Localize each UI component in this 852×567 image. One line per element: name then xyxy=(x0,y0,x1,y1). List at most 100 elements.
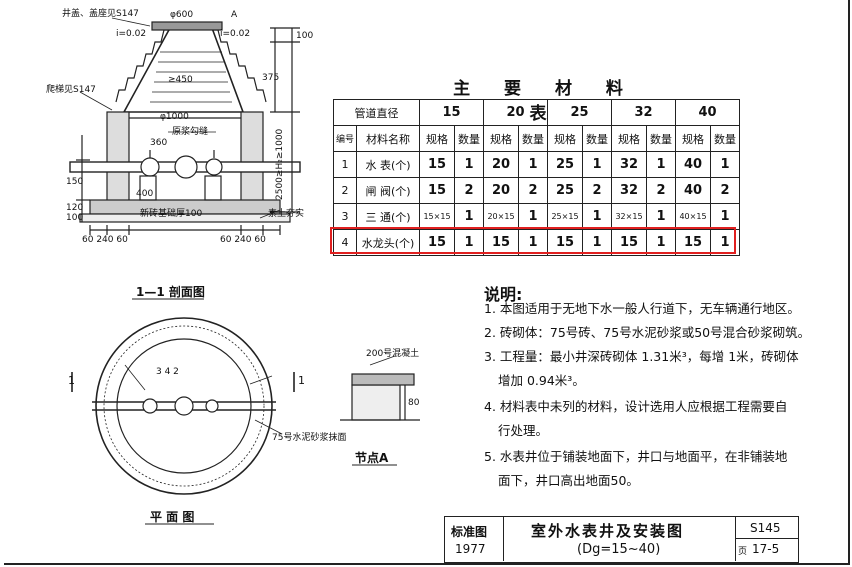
cell: 20 xyxy=(483,151,519,178)
cement-note-label: 75号水泥砂浆抹面 xyxy=(272,431,346,443)
cell: 20 xyxy=(483,177,519,204)
cell: 25 xyxy=(547,151,583,178)
dia-25: 25 xyxy=(547,99,612,126)
sub-qty: 数量 xyxy=(710,125,740,152)
std-label: 标准图 xyxy=(451,525,488,539)
cell: 2 xyxy=(454,177,484,204)
cell: 32 xyxy=(611,177,647,204)
cell: 1 xyxy=(518,203,548,230)
std-year: 1977 xyxy=(455,542,486,556)
plan-outer-circle xyxy=(95,317,273,495)
cell: 1 xyxy=(454,151,484,178)
cell: 15 xyxy=(419,229,455,256)
dia1000-label: φ1000 xyxy=(160,112,189,122)
soil-note-label: 素土夯实 xyxy=(268,207,304,219)
cell: 40 xyxy=(675,177,711,204)
sub-qty: 数量 xyxy=(454,125,484,152)
drawing-code: S145 xyxy=(750,521,781,535)
row-no: 3 xyxy=(333,203,357,230)
cell: 15×15 xyxy=(419,203,455,230)
section-mark-left: 1 xyxy=(68,374,75,387)
dims-bottom-right: 60 240 60 xyxy=(220,235,266,245)
d100-label: 100 xyxy=(296,31,313,41)
cell: 25×15 xyxy=(547,203,583,230)
cell: 15 xyxy=(419,151,455,178)
section-mark-right: 1 xyxy=(298,374,305,387)
dia-20: 20 xyxy=(483,99,548,126)
d375-label: 375 xyxy=(262,73,279,83)
tb-code-cell: S145 页 17-5 xyxy=(735,517,798,561)
d2500-label: 2500≥H₂≥1000 xyxy=(275,128,285,200)
well-cone xyxy=(122,27,245,113)
cell: 1 xyxy=(454,203,484,230)
plan-title: 平 面 图 xyxy=(150,510,194,524)
node-a-title: 节点A xyxy=(355,450,389,465)
node-cover-label: 200号混凝土 xyxy=(366,347,419,359)
plaster-label: 原浆勾缝 xyxy=(172,125,208,137)
cell: 32 xyxy=(611,151,647,178)
drawing-frame xyxy=(4,0,850,565)
dia-32: 32 xyxy=(611,99,676,126)
slope-right-label: i=0.02 xyxy=(220,29,250,39)
cell: 2 xyxy=(646,177,676,204)
row-name: 水龙头(个) xyxy=(356,229,420,256)
cell: 1 xyxy=(518,229,548,256)
d400-label: 400 xyxy=(136,189,153,199)
d360-label: 360 xyxy=(150,138,167,148)
slope-left-label: i=0.02 xyxy=(116,29,146,39)
page-number: 17-5 xyxy=(752,542,780,556)
note-5-cont: 面下，井口高出地面50。 xyxy=(498,473,639,488)
tb-std-cell: 标准图 1977 xyxy=(445,517,504,561)
section-title: 1—1 剖面图 xyxy=(136,284,205,299)
notes-title: 说明: xyxy=(484,285,523,304)
sub-spec: 规格 xyxy=(547,125,583,152)
note-2: 2. 砖砌体：75号砖、75号水泥砂浆或50号混合砂浆砌筑。 xyxy=(484,325,811,340)
sub-qty: 数量 xyxy=(518,125,548,152)
cell: 25 xyxy=(547,177,583,204)
cell: 2 xyxy=(518,177,548,204)
row-no: 2 xyxy=(333,177,357,204)
cell: 2 xyxy=(582,177,612,204)
cell: 40×15 xyxy=(675,203,711,230)
cell: 40 xyxy=(675,151,711,178)
sub-spec: 规格 xyxy=(675,125,711,152)
sub-spec: 规格 xyxy=(419,125,455,152)
cell: 1 xyxy=(646,151,676,178)
header-name: 材料名称 xyxy=(356,125,420,152)
note-4: 4. 材料表中未列的材料，设计选用人应根据工程需要自 xyxy=(484,399,788,414)
row-name: 闸 阀(个) xyxy=(356,177,420,204)
plan-part-numbers: 3 4 2 xyxy=(156,367,179,377)
cell: 15 xyxy=(547,229,583,256)
note-3: 3. 工程量：最小井深砖砌体 1.31米³，每增 1米，砖砌体 xyxy=(484,349,799,364)
row-no: 1 xyxy=(333,151,357,178)
ladder-label: 爬梯见S147 xyxy=(46,83,96,95)
d120-label: 120 xyxy=(66,203,83,213)
cell: 15 xyxy=(611,229,647,256)
sub-spec: 规格 xyxy=(483,125,519,152)
cell: 1 xyxy=(582,203,612,230)
row-name: 水 表(个) xyxy=(356,151,420,178)
note-1: 1. 本图适用于无地下水一般人行道下，无车辆通行地区。 xyxy=(484,301,800,316)
dia-40: 40 xyxy=(675,99,740,126)
drawing-subtitle: (Dg=15~40) xyxy=(577,542,661,557)
cell: 15 xyxy=(419,177,455,204)
row-no: 4 xyxy=(333,229,357,256)
cover-label: 井盖、盖座见S147 xyxy=(62,7,139,19)
note-5: 5. 水表井位于铺装地面下，井口与地面平，在非铺装地 xyxy=(484,449,788,464)
header-no: 编号 xyxy=(333,125,357,152)
cell: 1 xyxy=(710,151,740,178)
cell: 1 xyxy=(518,151,548,178)
h450-label: ≥450 xyxy=(168,75,193,85)
cell: 15 xyxy=(483,229,519,256)
dia-15: 15 xyxy=(419,99,484,126)
drawing-title: 室外水表井及安装图 xyxy=(531,522,685,540)
cell: 32×15 xyxy=(611,203,647,230)
base-note-label: 新砖基础厚100 xyxy=(140,207,202,219)
node-d80-label: 80 xyxy=(408,398,420,408)
sub-spec: 规格 xyxy=(611,125,647,152)
cell: 1 xyxy=(582,151,612,178)
cell: 1 xyxy=(454,229,484,256)
